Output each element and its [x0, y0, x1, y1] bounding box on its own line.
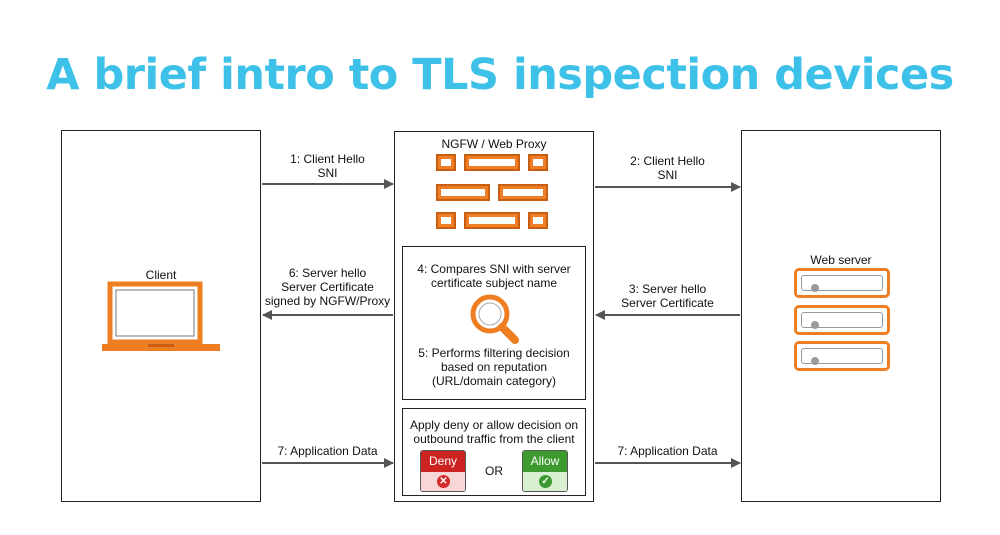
deny-button[interactable]: Deny ✕: [420, 450, 466, 492]
step2-line1: 2: Client Hello: [630, 154, 705, 168]
step3-line1: 3: Server hello: [628, 282, 707, 296]
step7-left-label: 7: Application Data: [277, 444, 378, 458]
step4-text-line2: certificate subject name: [430, 276, 558, 290]
step6-line1: 6: Server hello: [288, 266, 367, 280]
proxy-label: NGFW / Web Proxy: [441, 137, 547, 151]
step1-line2: SNI: [317, 166, 338, 180]
step2-line2: SNI: [657, 168, 678, 182]
magnifier-icon: [470, 294, 519, 344]
step6-line3: signed by NGFW/Proxy: [264, 294, 391, 308]
page-title: A brief intro to TLS inspection devices: [46, 50, 954, 100]
step3-line2: Server Certificate: [621, 296, 714, 310]
allow-label: Allow: [523, 451, 567, 472]
allow-button[interactable]: Allow ✓: [522, 450, 568, 492]
step7-right-label: 7: Application Data: [617, 444, 718, 458]
decision-text-line2: outbound traffic from the client: [413, 432, 575, 446]
step5-text-line1: 5: Performs filtering decision: [418, 346, 570, 360]
step5-text-line3: (URL/domain category): [431, 374, 557, 388]
step6-line2: Server Certificate: [281, 280, 374, 294]
allow-check-icon: ✓: [539, 475, 552, 488]
step5-text-line2: based on reputation: [440, 360, 548, 374]
laptop-icon: [102, 281, 220, 351]
server-label: Web server: [810, 253, 872, 267]
client-label: Client: [145, 268, 177, 282]
firewall-brick-icon: [436, 154, 556, 234]
deny-label: Deny: [421, 451, 465, 472]
deny-x-icon: ✕: [437, 475, 450, 488]
or-label: OR: [485, 464, 503, 478]
step4-text-line1: 4: Compares SNI with server: [417, 262, 571, 276]
decision-text-line1: Apply deny or allow decision on: [409, 418, 579, 432]
step1-line1: 1: Client Hello: [290, 152, 365, 166]
